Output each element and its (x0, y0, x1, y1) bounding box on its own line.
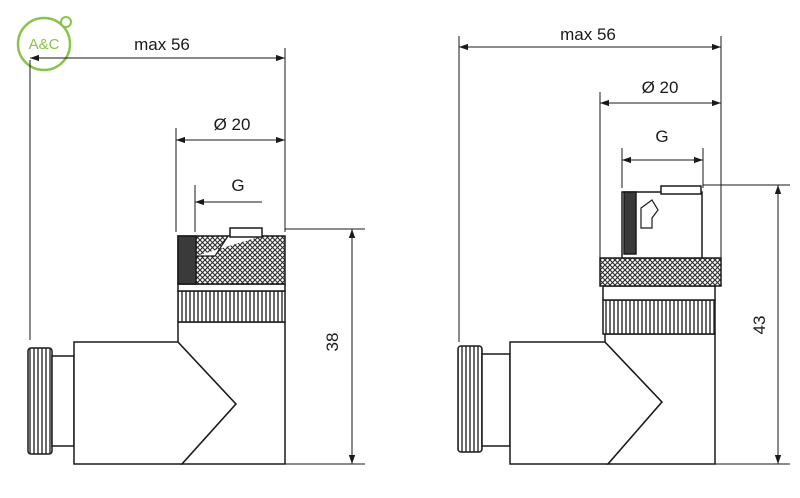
left-ring-collar (177, 283, 286, 292)
right-ring-collar (602, 285, 716, 301)
right-overall-width-label: max 56 (560, 25, 616, 44)
logo: A&C (16, 16, 72, 72)
left-cable-gland (27, 347, 75, 455)
left-overall-width-label: max 56 (134, 35, 190, 54)
right-height-label: 43 (750, 316, 769, 335)
right-diameter-label: Ø 20 (642, 78, 679, 97)
right-lower-knurled-ring (602, 299, 716, 335)
logo-text: A&C (29, 36, 60, 53)
right-cable-gland (457, 345, 511, 453)
left-seal-band (177, 235, 197, 285)
right-thread-label: G (655, 127, 668, 146)
right-plug-tip (660, 185, 702, 195)
right-knurled-cap (599, 257, 722, 287)
right-latch (640, 199, 659, 229)
logo-ring-icon (16, 16, 72, 72)
left-connector-drawing (27, 48, 365, 465)
logo-dot-icon (60, 16, 72, 28)
right-seal-band (623, 191, 637, 255)
left-lower-knurled-ring (177, 290, 286, 323)
left-height-label: 38 (323, 333, 342, 352)
left-diameter-label: Ø 20 (214, 115, 251, 134)
left-contact-pin (229, 227, 263, 238)
left-thread-label: G (231, 176, 244, 195)
right-connector-drawing (457, 36, 790, 465)
